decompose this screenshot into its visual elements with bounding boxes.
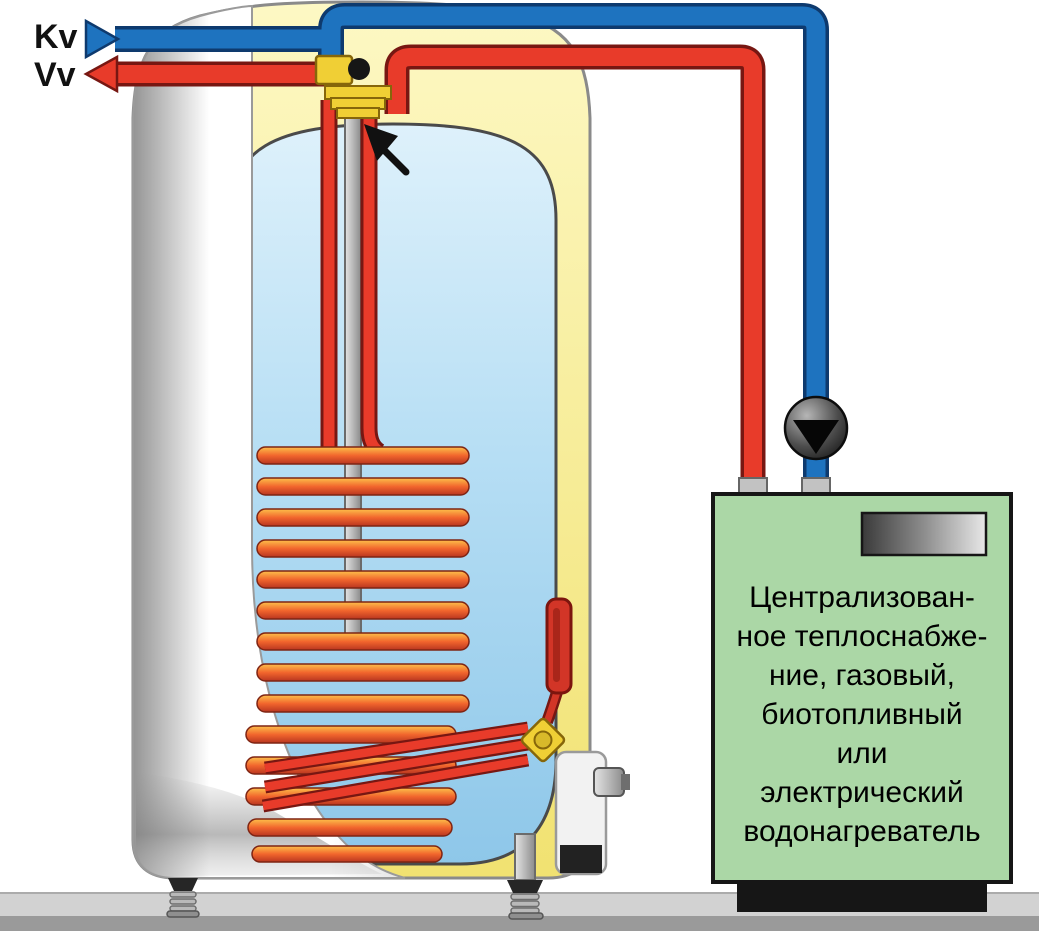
heater-text-line: ное теплоснабже- bbox=[737, 620, 988, 653]
heater-text-line: Централизован- bbox=[749, 581, 975, 614]
boiler-supply-pipe bbox=[388, 48, 762, 484]
heater-text-line: или bbox=[836, 737, 887, 770]
heater-cabinet bbox=[711, 492, 1013, 884]
sensor-pocket bbox=[541, 597, 573, 725]
valve-spout bbox=[621, 774, 630, 790]
vv-label: Vv bbox=[34, 56, 76, 94]
coil-loop bbox=[256, 539, 470, 558]
coil-loop bbox=[256, 663, 470, 682]
flange-bottom bbox=[336, 107, 380, 119]
circulation-pump-icon bbox=[783, 395, 849, 461]
heater-text-line: электрический bbox=[760, 776, 963, 809]
heater-description: Централизован- ное теплоснабже- ние, газ… bbox=[737, 581, 988, 848]
coil-connection-fitting bbox=[520, 717, 566, 763]
external-heater-box: Централизован- ное теплоснабже- ние, газ… bbox=[711, 492, 1013, 912]
heater-text-line: ние, газовый, bbox=[769, 659, 955, 692]
hot-outlet-arrow-icon bbox=[83, 54, 119, 94]
valve-knob bbox=[348, 58, 370, 80]
cold-inlet-arrow-icon bbox=[84, 18, 121, 60]
inlet-valve bbox=[314, 54, 354, 86]
coil-loop bbox=[256, 477, 470, 496]
hot-water-piping bbox=[83, 44, 766, 484]
boiler-return-pipe bbox=[321, 6, 826, 480]
coil-connection-pipes bbox=[261, 721, 530, 813]
internal-flow-arrow-icon bbox=[364, 124, 410, 176]
adjustable-foot-left bbox=[166, 878, 200, 918]
coil-loop bbox=[256, 446, 470, 465]
heater-display bbox=[860, 511, 988, 557]
kv-label: Kv bbox=[34, 18, 78, 56]
coil-loop bbox=[251, 845, 443, 863]
heater-base bbox=[737, 882, 987, 912]
coil-loop bbox=[256, 632, 470, 651]
drain-valve-bracket bbox=[554, 750, 630, 876]
coil-loop bbox=[256, 570, 470, 589]
heater-text-line: биотопливный bbox=[761, 698, 962, 731]
valve-body bbox=[560, 845, 602, 873]
heater-text-line: водонагреватель bbox=[743, 815, 980, 848]
tank-top-fitting bbox=[314, 54, 392, 119]
floor-edge bbox=[0, 916, 1039, 931]
water-heater-tank bbox=[131, 0, 630, 880]
coil-loop bbox=[256, 601, 470, 620]
cold-water-piping bbox=[84, 3, 829, 480]
valve-hex-nut bbox=[593, 767, 625, 797]
adjustable-foot-right bbox=[507, 833, 544, 920]
coil-loop bbox=[247, 818, 453, 837]
coil-loop bbox=[256, 694, 470, 713]
coil-loop bbox=[256, 508, 470, 527]
